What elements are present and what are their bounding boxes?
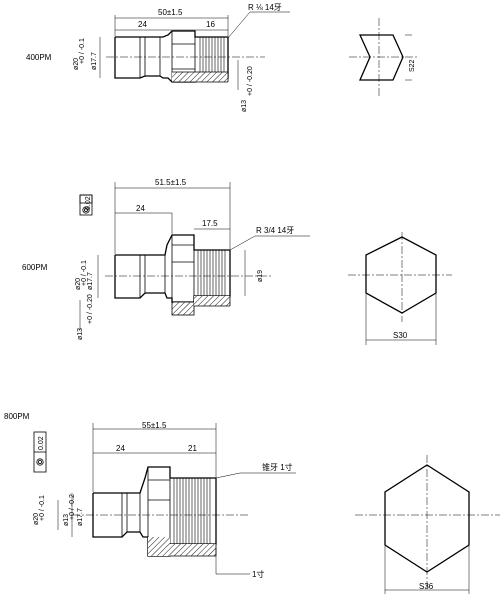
svg-text:ø13: ø13 [77,328,84,340]
thread [173,478,211,544]
svg-text:+0 / -0.20: +0 / -0.20 [247,66,254,96]
svg-text:17.5: 17.5 [202,219,218,228]
svg-text:+0 / -0.1: +0 / -0.1 [81,260,88,286]
hex-end-view: S36 [355,455,500,594]
svg-text:R 3/4 14牙: R 3/4 14牙 [256,226,294,235]
svg-text:+0 / -0.20: +0 / -0.20 [87,294,94,324]
svg-text:0.02: 0.02 [85,196,92,210]
thread [199,37,225,78]
svg-text:S36: S36 [419,582,434,591]
part-label: 800PM [4,412,30,421]
svg-text:S30: S30 [393,331,408,340]
svg-text:21: 21 [188,444,197,453]
fitting-body [114,234,231,316]
fitting-body [114,30,229,83]
dimensions: 51.5±1.5 24 17.5 R 3/4 14牙 ø20 +0 / -0.1… [75,178,310,340]
svg-text:ø17.7: ø17.7 [87,272,94,290]
part-label: 600PM [22,263,48,272]
svg-text:55±1.5: 55±1.5 [142,421,167,430]
dimensions: 50±1.5 24 16 R ⅛ 14牙 ø20 +0 / -0.1 ø17.7… [73,3,290,112]
svg-text:锥牙 1寸: 锥牙 1寸 [262,462,293,472]
concentricity-frame: 0.02 [33,431,47,473]
svg-text:ø19: ø19 [257,270,264,282]
svg-text:24: 24 [116,444,125,453]
svg-text:24: 24 [136,204,145,213]
svg-text:ø17.7: ø17.7 [91,52,98,70]
svg-text:+0 / -0.2: +0 / -0.2 [69,494,76,520]
svg-text:ø20: ø20 [75,278,82,290]
svg-text:50±1.5: 50±1.5 [158,8,183,17]
fitting-body [92,466,217,557]
hex-end-view: S30 [348,232,452,345]
dimensions: 55±1.5 24 21 锥牙 1寸 ø20 +0 / -0.1 ø13 +0 … [33,421,296,579]
svg-text:ø17.7: ø17.7 [77,508,84,526]
svg-text:+0 / -0.1: +0 / -0.1 [79,38,86,64]
part-600pm: 600PM 0.02 [22,178,452,345]
thread [197,250,226,296]
svg-text:1寸: 1寸 [252,569,264,579]
svg-text:R ⅛ 14牙: R ⅛ 14牙 [248,3,282,12]
svg-text:ø13: ø13 [241,100,248,112]
part-800pm: 800PM 0.02 [4,412,500,594]
svg-text:51.5±1.5: 51.5±1.5 [155,178,187,187]
svg-text:ø20: ø20 [33,513,40,525]
svg-text:ø20: ø20 [73,58,80,70]
part-400pm: 400PM [26,3,418,112]
svg-text:24: 24 [138,20,147,29]
concentricity-frame: 0.02 [79,194,93,216]
svg-text:ø13: ø13 [63,514,70,526]
hex-end-view: S22 [349,18,418,98]
svg-text:16: 16 [206,20,215,29]
svg-text:+0 / -0.1: +0 / -0.1 [39,495,46,521]
svg-text:0.02: 0.02 [38,436,45,450]
part-label: 400PM [26,53,52,62]
svg-text:S22: S22 [409,59,416,72]
